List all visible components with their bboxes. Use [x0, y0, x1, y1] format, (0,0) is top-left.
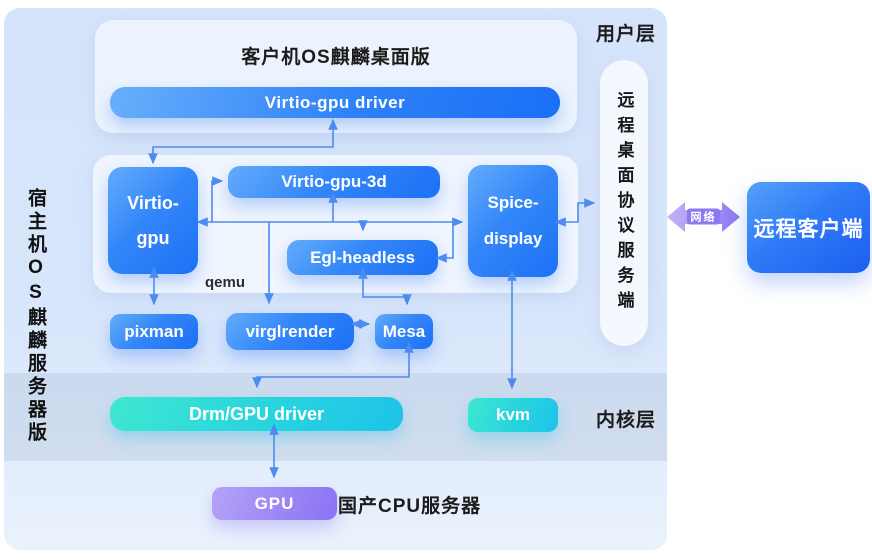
mesa-node: Mesa: [375, 314, 433, 349]
host-os-panel: 客户机OS麒麟桌面版 Virtio-gpu driver qemu Virtio…: [4, 8, 667, 550]
gpu-node: GPU: [212, 487, 337, 520]
egl-headless-node: Egl-headless: [287, 240, 438, 275]
cpu-server-label: 国产CPU服务器: [338, 496, 482, 517]
pixman-node: pixman: [110, 314, 198, 349]
user-layer-label: 用户层: [596, 24, 657, 45]
spice-display-label-line2: display: [483, 229, 543, 248]
spice-display-label-line1: Spice-: [487, 193, 539, 213]
qemu-label: qemu: [205, 274, 246, 291]
virtio-gpu-node: Virtio- gpu: [108, 167, 198, 274]
protocol-server-label: 远程桌面协议服务端: [614, 90, 634, 316]
kvm-node: kvm: [468, 398, 558, 432]
virtio-gpu-3d-node: Virtio-gpu-3d: [228, 166, 440, 198]
network-label: 网络: [691, 210, 717, 224]
host-os-label: 宿主机OS麒麟服务器版: [25, 188, 46, 445]
protocol-server-pill: 远程桌面协议服务端: [600, 60, 648, 346]
drm-gpu-driver-node: Drm/GPU driver: [110, 397, 403, 431]
network-arrow: 网络: [667, 202, 740, 232]
guest-os-panel: 客户机OS麒麟桌面版 Virtio-gpu driver: [95, 20, 577, 133]
virtio-gpu-label-line1: Virtio-: [127, 193, 179, 214]
virglrender-node: virglrender: [226, 313, 354, 350]
qemu-panel: qemu Virtio- gpu Virtio-gpu-3d Egl-headl…: [93, 155, 578, 293]
kernel-layer-label: 内核层: [596, 410, 657, 431]
network-badge: [687, 208, 720, 225]
guest-os-title: 客户机OS麒麟桌面版: [241, 47, 431, 68]
spice-display-node: Spice- display: [468, 165, 558, 277]
remote-client-node: 远程客户端: [747, 182, 870, 273]
network-arrow-shape: [667, 202, 740, 232]
virtio-gpu-label-line2: gpu: [136, 227, 170, 248]
virtio-gpu-driver-node: Virtio-gpu driver: [110, 87, 560, 118]
